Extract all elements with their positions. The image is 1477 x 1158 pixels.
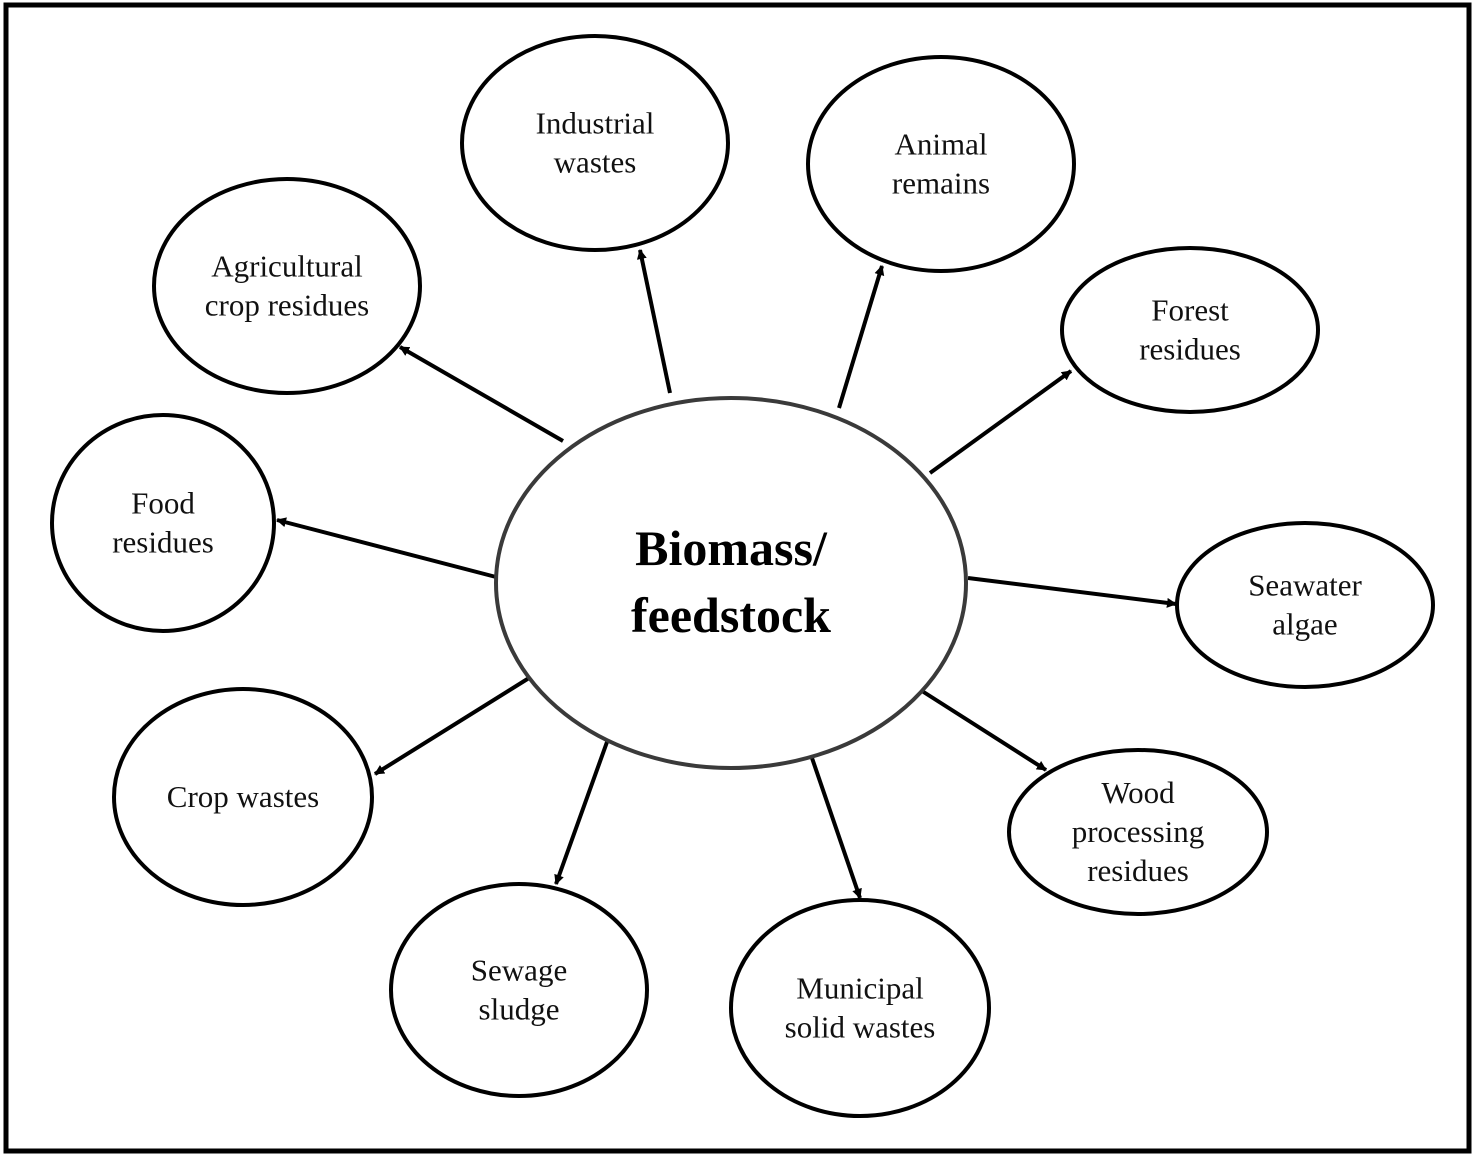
- arrow-to-agricultural-crop-residues: [399, 345, 564, 443]
- label-agricultural-crop-residues-line1: Agricultural: [211, 249, 363, 284]
- center-label-line2: feedstock: [631, 587, 831, 643]
- label-industrial-wastes-line2: wastes: [554, 145, 637, 180]
- ellipse-crop-wastes: [112, 687, 374, 907]
- node-sewage-sludge: Sewage sludge: [389, 882, 649, 1098]
- arrow-to-wood-processing-residues: [920, 689, 1048, 772]
- label-wood-processing-residues-line3: residues: [1087, 853, 1189, 888]
- node-animal-remains: Animal remains: [806, 55, 1076, 273]
- ellipse-sewage-sludge: [389, 882, 649, 1098]
- center-label-line1: Biomass/: [635, 520, 828, 576]
- label-wood-processing-residues-line1: Wood: [1101, 775, 1175, 810]
- node-wood-processing-residues: Wood processing residues: [1007, 748, 1269, 916]
- label-seawater-algae-line1: Seawater: [1248, 568, 1362, 603]
- label-forest-residues-line1: Forest: [1151, 293, 1229, 328]
- ellipse-seawater-algae: [1175, 521, 1435, 689]
- arrow-to-crop-wastes: [373, 676, 531, 776]
- node-seawater-algae: Seawater algae: [1175, 521, 1435, 689]
- arrow-to-forest-residues: [928, 369, 1073, 475]
- label-animal-remains-line2: remains: [892, 166, 990, 201]
- node-crop-wastes: Crop wastes: [112, 687, 374, 907]
- ellipse-food-residues: [50, 413, 276, 633]
- node-municipal-solid-wastes: Municipal solid wastes: [729, 898, 991, 1118]
- label-sewage-sludge-line1: Sewage: [471, 953, 567, 988]
- ellipse-wood-processing-residues: [1007, 748, 1269, 916]
- arrow-to-animal-remains: [837, 265, 885, 409]
- label-wood-processing-residues-line2: processing: [1072, 814, 1205, 849]
- label-municipal-solid-wastes-line1: Municipal: [796, 971, 923, 1006]
- label-crop-wastes-line1: Crop wastes: [167, 779, 319, 814]
- node-food-residues: Food residues: [50, 413, 276, 633]
- ellipse-animal-remains: [806, 55, 1076, 273]
- node-industrial-wastes: Industrial wastes: [460, 34, 730, 252]
- label-sewage-sludge-line2: sludge: [479, 992, 560, 1027]
- label-animal-remains-line1: Animal: [895, 127, 988, 162]
- ellipse-forest-residues: [1060, 246, 1320, 414]
- arrow-to-sewage-sludge: [554, 741, 609, 885]
- label-food-residues-line1: Food: [131, 486, 195, 521]
- arrow-to-municipal-solid-wastes: [810, 757, 862, 899]
- label-seawater-algae-line2: algae: [1272, 607, 1337, 642]
- label-industrial-wastes-line1: Industrial: [536, 106, 655, 141]
- label-municipal-solid-wastes-line2: solid wastes: [785, 1010, 936, 1045]
- arrows-group: [276, 249, 1177, 899]
- arrow-to-industrial-wastes: [636, 249, 672, 394]
- ellipse-industrial-wastes: [460, 34, 730, 252]
- arrow-to-food-residues: [276, 517, 497, 579]
- ellipse-municipal-solid-wastes: [729, 898, 991, 1118]
- node-forest-residues: Forest residues: [1060, 246, 1320, 414]
- label-forest-residues-line2: residues: [1139, 332, 1241, 367]
- ellipse-agricultural-crop-residues: [152, 177, 422, 395]
- label-food-residues-line2: residues: [112, 525, 214, 560]
- center-node: Biomass/ feedstock: [494, 396, 968, 770]
- center-ellipse: [494, 396, 968, 770]
- arrow-to-seawater-algae: [967, 576, 1177, 608]
- node-agricultural-crop-residues: Agricultural crop residues: [152, 177, 422, 395]
- label-agricultural-crop-residues-line2: crop residues: [205, 288, 369, 323]
